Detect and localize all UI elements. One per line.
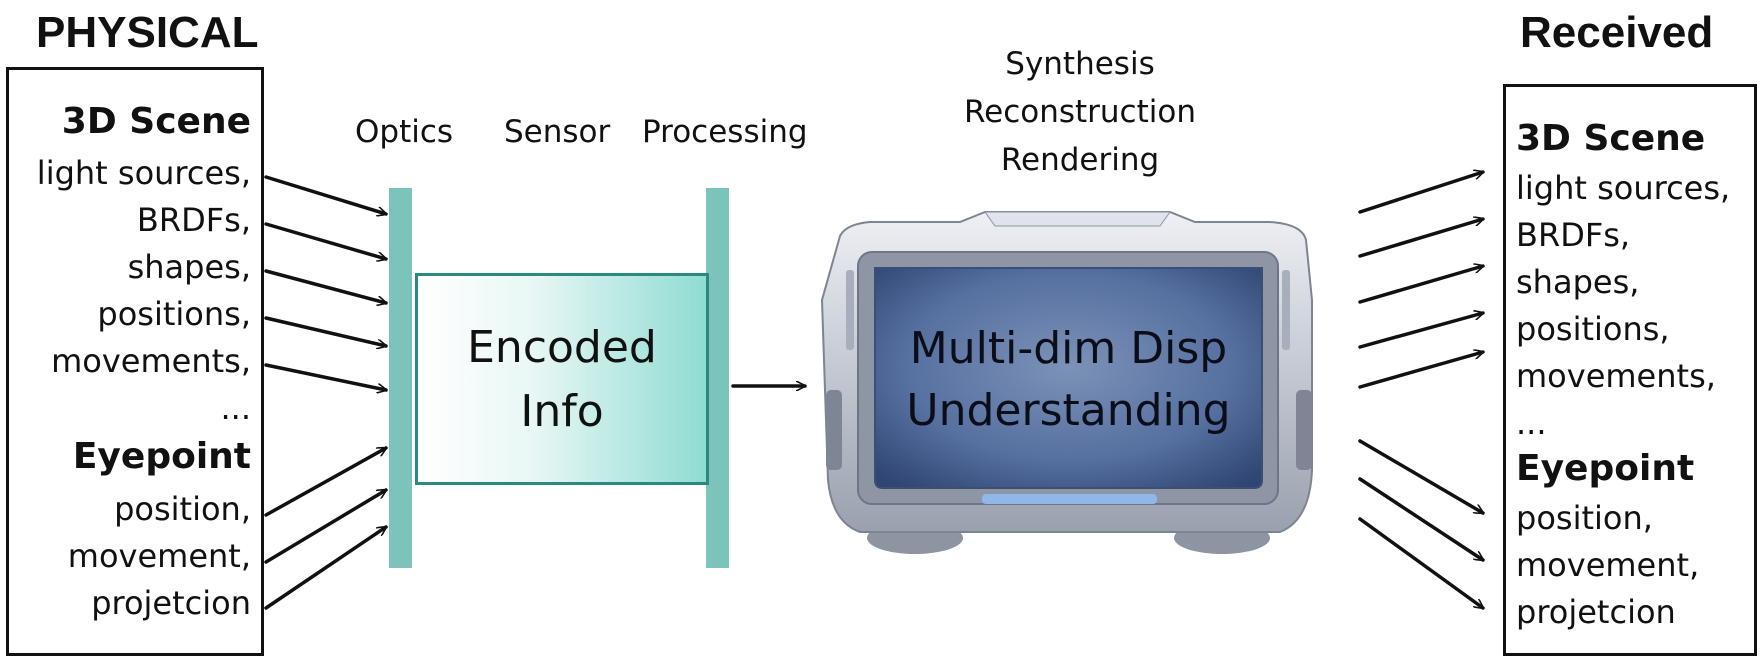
encoded-line1: Encoded	[467, 322, 657, 373]
right-scene-item: light sources,	[1516, 169, 1731, 207]
right-eye-item: position,	[1516, 499, 1653, 537]
display-line2: Understanding	[906, 385, 1231, 436]
reconstruction-label: Reconstruction	[963, 94, 1196, 130]
optics-label: Optics	[355, 114, 454, 150]
received-box: 3D Scene light sources, BRDFs, shapes, p…	[1503, 84, 1757, 656]
arrow-right-out	[1358, 517, 1483, 610]
left-scene-item: BRDFs,	[136, 201, 251, 239]
processing-bar	[706, 188, 729, 568]
physical-title: PHYSICAL	[36, 8, 259, 57]
received-title: Received	[1520, 8, 1714, 57]
arrow-left-in	[264, 525, 386, 610]
display-line1: Multi-dim Disp	[909, 323, 1228, 374]
optics-bar	[389, 188, 412, 568]
left-eye-item: movement,	[67, 537, 251, 575]
arrow-left-in	[264, 446, 386, 517]
right-scene-item: BRDFs,	[1516, 216, 1631, 254]
left-scene-item: positions,	[97, 295, 251, 333]
synthesis-label: Synthesis	[1005, 46, 1155, 82]
right-scene-item: positions,	[1516, 310, 1670, 348]
left-scene-heading: 3D Scene	[61, 101, 251, 142]
right-scene-heading: 3D Scene	[1516, 118, 1706, 159]
arrow-right-out	[1358, 477, 1483, 562]
arrow-right-out	[1358, 219, 1483, 258]
arrow-right-out	[1358, 266, 1483, 304]
arrow-right-out	[1358, 313, 1483, 349]
arrow-left-in	[264, 222, 386, 259]
left-eye-item: projetcion	[91, 584, 251, 622]
arrow-left-in	[264, 175, 386, 214]
sensor-label: Sensor	[504, 114, 611, 150]
left-eye-heading: Eyepoint	[72, 436, 251, 477]
physical-box: 3D Scene light sources, BRDFs, shapes, p…	[6, 67, 264, 656]
left-eye-item: position,	[114, 490, 251, 528]
arrow-right-out	[1358, 439, 1483, 515]
left-scene-item: light sources,	[36, 154, 251, 192]
right-eye-item: movement,	[1516, 546, 1700, 584]
left-scene-item: ...	[220, 389, 251, 427]
arrow-left-in	[264, 363, 386, 390]
arrow-right-out	[1358, 172, 1483, 214]
arrow-right-out	[1358, 352, 1483, 389]
encoded-line2: Info	[520, 386, 604, 437]
right-scene-item: ...	[1516, 404, 1547, 442]
right-scene-item: shapes,	[1516, 263, 1640, 301]
display-device	[820, 211, 1313, 554]
rendering-label: Rendering	[1000, 142, 1160, 178]
right-scene-item: movements,	[1516, 357, 1716, 395]
left-scene-item: movements,	[51, 342, 251, 380]
arrow-left-in	[264, 316, 386, 346]
arrow-left-in	[264, 269, 386, 303]
left-scene-item: shapes,	[127, 248, 251, 286]
right-eye-item: projetcion	[1516, 593, 1676, 631]
processing-label: Processing	[642, 114, 808, 150]
encoded-info-box: Encoded Info	[415, 273, 709, 485]
right-eye-heading: Eyepoint	[1516, 448, 1695, 489]
arrow-left-in	[264, 488, 386, 564]
